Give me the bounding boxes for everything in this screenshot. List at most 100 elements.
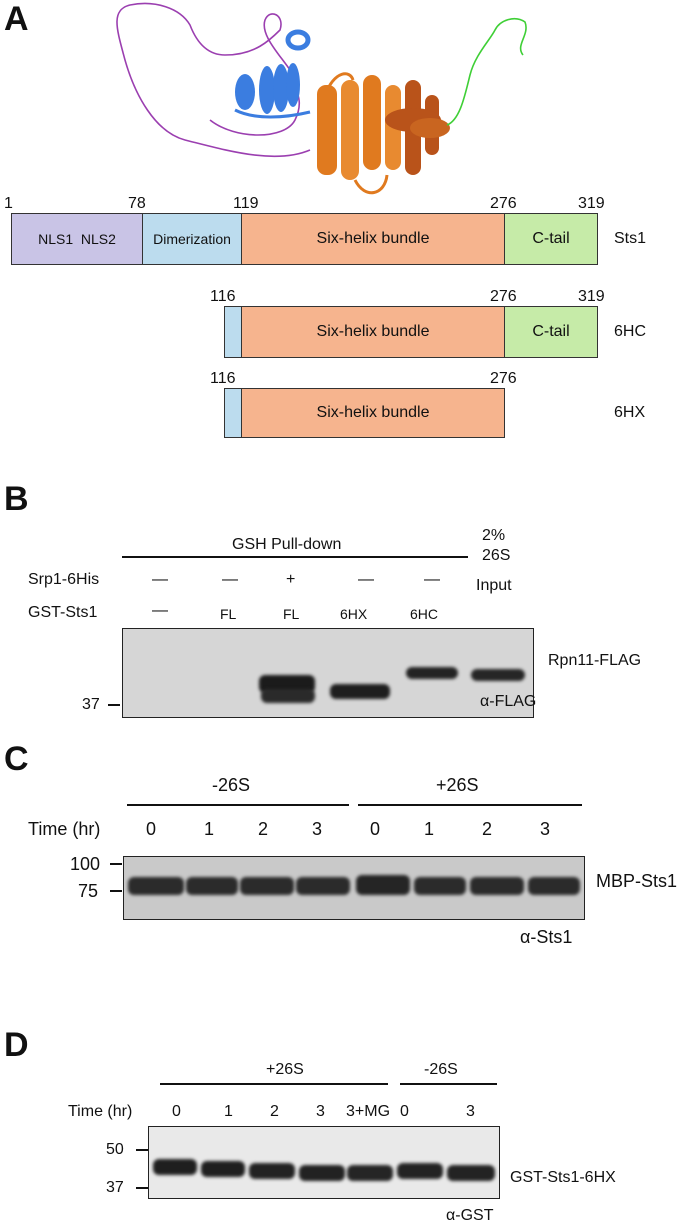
input-label-line1: 2% [482,527,506,544]
marker-tick-75-c [110,890,122,892]
band-lane3-lower [261,689,315,703]
band-c-7 [470,877,524,895]
gst-lane3: FL [283,606,300,622]
time-d-7: 3 [466,1103,475,1120]
residue-116-6hx: 116 [210,370,236,387]
rpn11-flag-label: Rpn11-FLAG [548,652,642,669]
band-c-2 [186,877,238,895]
time-d-1: 0 [172,1103,181,1120]
marker-37-b: 37 [82,696,100,713]
dimerization-helices [234,29,311,119]
construct-name-6hx: 6HX [614,404,646,421]
protein-structure-illustration [116,2,527,194]
segment-six-helix-bundle: Six-helix bundle [241,213,505,265]
segment-dimerization-stub-6hx [224,388,242,438]
residue-1: 1 [4,195,13,212]
panel-label-c: C [4,740,29,778]
segment-dimerization-label: Dimerization [153,231,231,247]
plus-26s-bracket-c [358,804,582,806]
panel-label-a: A [4,0,29,38]
band-d-7 [447,1165,495,1181]
band-d-6 [397,1163,443,1179]
gst-sts1-row-label: GST-Sts1 [28,604,98,621]
gst-lane4: 6HX [340,606,368,622]
six-helix-bundle [317,72,450,194]
marker-37-d: 37 [106,1179,124,1196]
time-c-6: 1 [424,819,435,839]
time-d-3: 2 [270,1103,279,1120]
band-lane4 [330,684,390,699]
marker-tick-50-d [136,1149,148,1151]
time-d-2: 1 [224,1103,233,1120]
gst-blot [148,1126,500,1199]
time-c-4: 3 [312,819,323,839]
band-c-5 [356,875,410,895]
mbp-sts1-label: MBP-Sts1 [596,871,678,891]
gst-sts1-6hx-label: GST-Sts1-6HX [510,1169,616,1186]
time-c-1: 0 [146,819,157,839]
residue-319-6hc: 319 [578,288,605,305]
residue-276-6hx: 276 [490,370,517,387]
time-c-5: 0 [370,819,381,839]
plus-26s-header-d: +26S [266,1061,304,1078]
c-tail-loop [446,18,527,126]
plus-26s-bracket-d [160,1083,388,1085]
marker-100-c: 100 [70,854,101,874]
segment-nls: NLS1 NLS2 [11,213,143,265]
band-input [471,669,525,681]
time-d-6: 0 [400,1103,409,1120]
gst-lane5: 6HC [410,606,439,622]
band-d-3 [249,1163,295,1179]
time-c-8: 3 [540,819,551,839]
time-c-7: 2 [482,819,493,839]
minus-26s-header-c: -26S [212,775,251,795]
band-c-6 [414,877,466,895]
band-c-3 [240,877,294,895]
residue-319: 319 [578,195,605,212]
srp1-row-label: Srp1-6His [28,571,100,588]
time-label-d: Time (hr) [68,1103,133,1120]
srp1-lane5: — [424,571,440,588]
segment-bundle-label: Six-helix bundle [316,230,430,247]
segment-six-helix-bundle-6hc: Six-helix bundle [241,306,505,358]
input-label-line3: Input [476,577,512,594]
band-lane3-upper [259,675,315,693]
segment-bundle-label-6hx: Six-helix bundle [316,404,430,421]
minus-26s-header-d: -26S [424,1061,458,1078]
minus-26s-bracket-c [127,804,349,806]
marker-75-c: 75 [78,881,99,901]
time-d-4: 3 [316,1103,325,1120]
band-c-8 [528,877,580,895]
band-d-4 [299,1165,345,1181]
marker-tick-100-c [110,863,122,865]
residue-78: 78 [128,195,146,212]
segment-c-tail-6hc: C-tail [504,306,598,358]
gsh-pulldown-header: GSH Pull-down [232,536,342,553]
segment-nls-label: NLS1 NLS2 [38,231,116,247]
segment-dimerization: Dimerization [142,213,242,265]
segment-bundle-label-6hc: Six-helix bundle [316,323,430,340]
band-c-4 [296,877,350,895]
anti-flag-label: α-FLAG [480,693,537,710]
construct-name-6hc: 6HC [614,323,647,340]
segment-c-tail-label-6hc: C-tail [532,323,570,340]
panel-label-d: D [4,1026,29,1064]
residue-116-6hc: 116 [210,288,236,305]
time-label-c: Time (hr) [28,819,101,839]
marker-tick-37-b [108,704,120,706]
gst-lane1: — [152,602,168,619]
residue-119: 119 [233,195,259,212]
band-d-5 [347,1165,393,1181]
srp1-lane3: + [286,571,296,588]
segment-six-helix-bundle-6hx: Six-helix bundle [241,388,505,438]
pulldown-bracket-line [122,556,468,558]
construct-name-sts1: Sts1 [614,230,647,247]
time-d-5: 3+MG [346,1103,391,1120]
srp1-lane4: — [358,571,374,588]
gst-lane2: FL [220,606,237,622]
segment-dimerization-stub-6hc [224,306,242,358]
anti-sts1-label: α-Sts1 [520,927,573,947]
plus-26s-header-c: +26S [436,775,479,795]
segment-c-tail: C-tail [504,213,598,265]
band-d-2 [201,1161,245,1177]
